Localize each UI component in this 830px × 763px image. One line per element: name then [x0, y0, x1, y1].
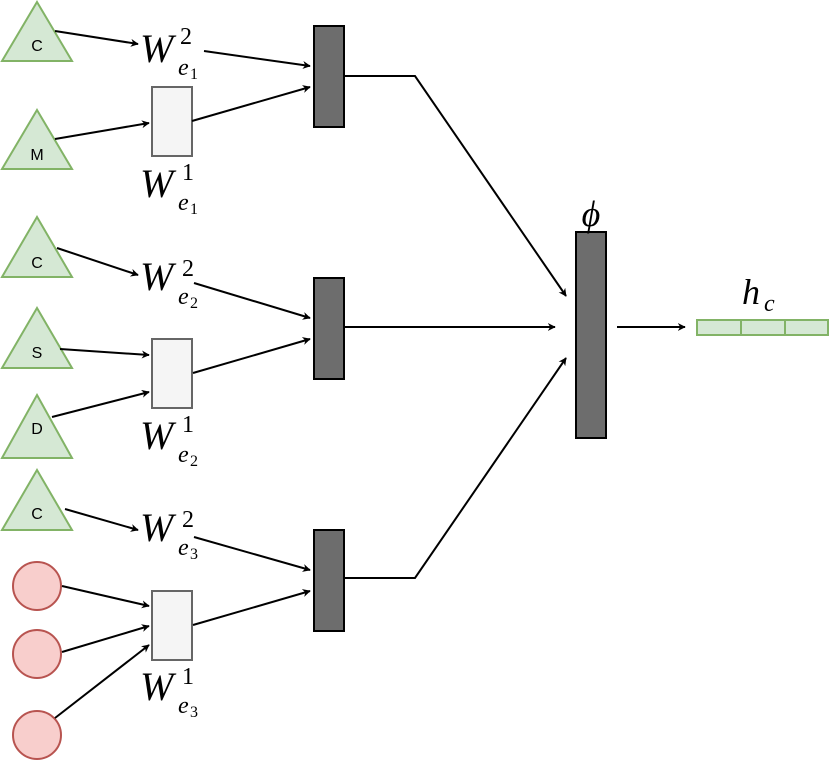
output-vector-hc: [696, 319, 829, 336]
phi-label: ϕ: [582, 194, 601, 234]
svg-text:W: W: [140, 505, 177, 550]
edge: [61, 624, 150, 653]
svg-text:e: e: [178, 190, 189, 216]
svg-text:e: e: [178, 284, 189, 310]
edge: [54, 30, 139, 47]
triangle-node-c-e1: C: [0, 0, 74, 62]
svg-text:W: W: [140, 26, 177, 71]
group-e2: C S D W 2 e 2 W 1 e 2: [0, 215, 345, 470]
svg-text:1: 1: [182, 160, 194, 186]
circle-node-3-e3: [12, 710, 62, 760]
phi-aggregator-block: [575, 231, 607, 439]
svg-text:e: e: [178, 55, 189, 81]
group-e1: C M W 2 e 1 W 1 e 1: [0, 0, 345, 218]
weight-label-top-e1: W 2 e 1: [140, 24, 198, 83]
svg-text:1: 1: [182, 412, 194, 438]
svg-text:S: S: [32, 345, 43, 362]
svg-text:c: c: [764, 291, 775, 317]
svg-text:3: 3: [190, 704, 198, 721]
edge-e3-to-phi: [345, 357, 567, 579]
svg-text:1: 1: [182, 664, 194, 690]
triangle-node-m-e1: M: [0, 108, 74, 170]
weight-box-e1: [151, 86, 193, 157]
concat-block-e3: [313, 529, 345, 632]
edge: [192, 337, 311, 374]
edge: [59, 348, 150, 359]
svg-text:M: M: [30, 147, 43, 164]
svg-text:W: W: [140, 161, 177, 206]
weight-label-bottom-e1: W 1 e 1: [140, 160, 198, 218]
svg-text:W: W: [140, 664, 177, 709]
edge: [192, 589, 311, 626]
svg-text:1: 1: [190, 201, 198, 218]
output-cell-3: [784, 319, 829, 336]
svg-text:2: 2: [190, 453, 198, 470]
weight-label-top-e2: W 2 e 2: [140, 254, 198, 312]
edge: [61, 585, 150, 609]
svg-text:2: 2: [180, 24, 192, 50]
svg-text:1: 1: [190, 66, 198, 83]
triangle-node-s-e2: S: [0, 306, 74, 369]
svg-text:2: 2: [190, 295, 198, 312]
output-cell-1: [696, 319, 742, 336]
edge-e1-to-phi: [345, 75, 567, 297]
svg-text:e: e: [178, 693, 189, 719]
edge: [193, 282, 311, 320]
triangle-node-c-e3: C: [0, 468, 74, 531]
weight-box-e2: [151, 338, 193, 409]
svg-text:C: C: [31, 255, 43, 272]
output-label-hc: h c: [742, 272, 775, 317]
svg-text:e: e: [178, 535, 189, 561]
edge: [64, 508, 139, 532]
svg-text:e: e: [178, 442, 189, 468]
edge: [203, 50, 311, 69]
svg-text:2: 2: [182, 507, 194, 533]
edge: [54, 644, 150, 719]
concat-block-e1: [313, 25, 345, 128]
edge: [193, 536, 311, 572]
circle-node-2-e3: [12, 629, 62, 679]
svg-text:C: C: [31, 506, 43, 523]
weight-box-e3: [151, 590, 193, 661]
svg-text:2: 2: [182, 256, 194, 282]
weight-label-top-e3: W 2 e 3: [140, 505, 198, 563]
triangle-node-d-e2: D: [0, 392, 74, 459]
weight-label-bottom-e2: W 1 e 2: [140, 412, 198, 470]
group-e3: C W 2 e 3 W 1 e 3: [0, 468, 345, 760]
svg-text:D: D: [31, 421, 43, 438]
edge: [51, 389, 150, 418]
svg-text:3: 3: [190, 546, 198, 563]
weight-label-bottom-e3: W 1 e 3: [140, 664, 198, 721]
svg-text:C: C: [31, 38, 43, 55]
concat-block-e2: [313, 277, 345, 380]
output-cell-2: [740, 319, 786, 336]
edge: [54, 120, 150, 140]
edge: [56, 247, 139, 277]
triangle-node-c-e2: C: [0, 215, 74, 278]
circle-node-1-e3: [12, 561, 62, 611]
svg-text:h: h: [742, 272, 760, 312]
svg-text:W: W: [140, 413, 177, 458]
edge: [191, 85, 311, 122]
svg-text:W: W: [140, 254, 177, 299]
